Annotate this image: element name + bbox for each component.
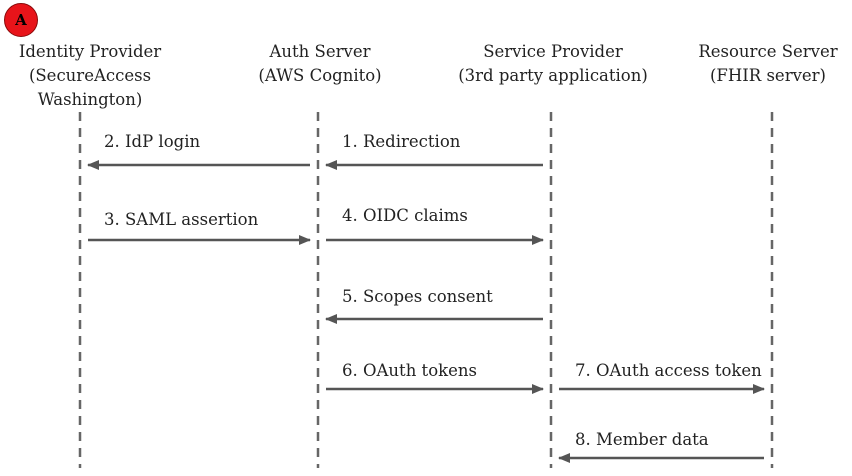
participant-sp-label-line: (3rd party application): [458, 66, 648, 85]
message-1: 1. Redirection: [325, 132, 543, 170]
participant-auth-label-line: (AWS Cognito): [258, 66, 381, 85]
participant-sp: Service Provider (3rd party application): [458, 42, 648, 85]
message-label: 4. OIDC claims: [342, 206, 468, 225]
participant-sp-label-line: Service Provider: [483, 42, 623, 61]
participant-rs: Resource Server (FHIR server): [698, 42, 837, 85]
message-label: 8. Member data: [575, 430, 709, 449]
participant-idp-label-line: Washington): [38, 90, 143, 109]
message-label: 2. IdP login: [104, 132, 200, 151]
message-label: 3. SAML assertion: [104, 210, 259, 229]
messages: 1. Redirection 2. IdP login 3. SAML assert…: [87, 132, 765, 463]
message-label: 6. OAuth tokens: [342, 361, 477, 380]
message-8: 8. Member data: [558, 430, 764, 463]
message-3: 3. SAML assertion: [88, 210, 311, 245]
message-label: 1. Redirection: [342, 132, 461, 151]
participant-idp-label-line: (SecureAccess: [29, 66, 151, 85]
message-7: 7. OAuth access token: [559, 361, 765, 394]
message-6: 6. OAuth tokens: [326, 361, 544, 394]
annotation-badge: A: [4, 3, 38, 37]
participants: Identity Provider (SecureAccessWashington…: [19, 42, 838, 109]
message-label: 5. Scopes consent: [342, 287, 493, 306]
message-label: 7. OAuth access token: [575, 361, 762, 380]
participant-rs-label-line: Resource Server: [698, 42, 837, 61]
lifelines: [78, 112, 774, 468]
participant-rs-label-line: (FHIR server): [710, 66, 826, 85]
participant-idp: Identity Provider (SecureAccessWashington…: [19, 42, 161, 109]
message-2: 2. IdP login: [87, 132, 310, 170]
participant-idp-label-line: Identity Provider: [19, 42, 161, 61]
message-5: 5. Scopes consent: [325, 287, 543, 324]
participant-auth: Auth Server (AWS Cognito): [258, 42, 381, 85]
participant-auth-label-line: Auth Server: [269, 42, 371, 61]
message-4: 4. OIDC claims: [326, 206, 544, 245]
